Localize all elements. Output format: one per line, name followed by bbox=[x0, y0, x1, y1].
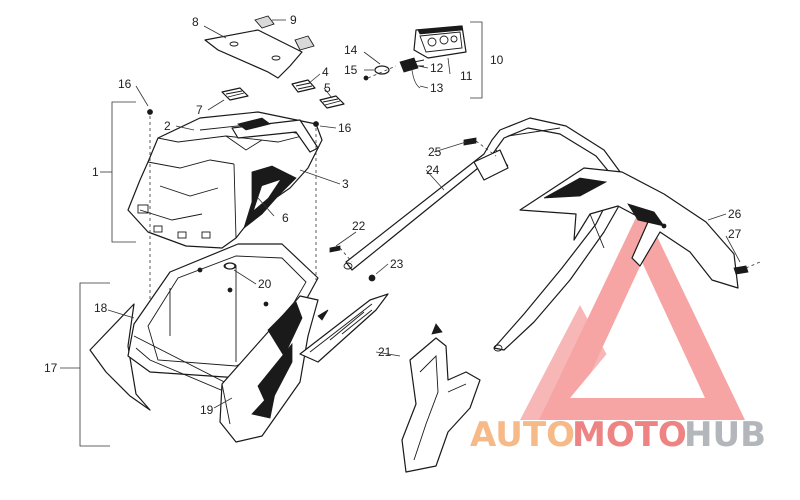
callout-11: 11 bbox=[460, 69, 473, 83]
watermark-part-hub: HUB bbox=[684, 415, 766, 455]
callout-13: 13 bbox=[430, 81, 444, 95]
part-24-grab-bar bbox=[343, 117, 627, 352]
part-2-tunnel-cover bbox=[127, 111, 323, 249]
callout-20: 20 bbox=[258, 277, 272, 291]
fastener-16a bbox=[147, 109, 153, 115]
fastener-23 bbox=[368, 274, 376, 282]
callout-26: 26 bbox=[728, 207, 742, 221]
callout-21: 21 bbox=[378, 345, 392, 359]
part-7-pad bbox=[221, 87, 249, 101]
assembly-line-25 bbox=[475, 140, 497, 157]
callout-5: 5 bbox=[324, 81, 331, 95]
callout-2: 2 bbox=[164, 119, 171, 133]
watermark-part-moto: MOTO bbox=[572, 415, 687, 455]
fastener-27 bbox=[733, 265, 749, 275]
part-11-tail-light bbox=[413, 25, 467, 59]
bracket-group-10 bbox=[470, 21, 483, 99]
callout-14: 14 bbox=[344, 43, 358, 57]
callout-16-right: 16 bbox=[338, 121, 352, 135]
callout-8: 8 bbox=[192, 15, 199, 29]
callout-23: 23 bbox=[390, 257, 404, 271]
callout-15: 15 bbox=[344, 63, 358, 77]
watermark-logo-mark bbox=[520, 205, 745, 420]
part-21-side-strip bbox=[299, 293, 389, 363]
part-4-pad bbox=[291, 79, 316, 93]
callout-4: 4 bbox=[322, 65, 329, 79]
part-14-fastener bbox=[363, 65, 397, 81]
part-8-plate bbox=[204, 29, 303, 79]
callout-27: 27 bbox=[728, 227, 742, 241]
callout-19: 19 bbox=[200, 403, 214, 417]
part-19-side-panel bbox=[219, 295, 329, 443]
callout-24: 24 bbox=[426, 163, 440, 177]
part-12-bulb-socket bbox=[399, 57, 425, 89]
assembly-line-27 bbox=[745, 261, 761, 269]
callout-25: 25 bbox=[428, 145, 442, 159]
leader-lines bbox=[60, 19, 741, 409]
callout-12: 12 bbox=[430, 61, 444, 75]
callout-3: 3 bbox=[342, 177, 349, 191]
part-5-pad bbox=[319, 95, 345, 109]
callout-16-left: 16 bbox=[118, 77, 132, 91]
fastener-16b bbox=[313, 121, 319, 127]
callout-18: 18 bbox=[94, 301, 108, 315]
part-9-clips bbox=[254, 15, 315, 51]
callout-7: 7 bbox=[196, 103, 203, 117]
callout-10: 10 bbox=[490, 53, 504, 67]
fastener-25 bbox=[463, 137, 477, 146]
part-mudflap bbox=[401, 323, 481, 473]
callout-9: 9 bbox=[290, 13, 297, 27]
callout-17: 17 bbox=[44, 361, 58, 375]
callout-6: 6 bbox=[282, 211, 289, 225]
callout-22: 22 bbox=[352, 219, 366, 233]
watermark-part-auto: AUTO bbox=[470, 415, 575, 455]
callout-1: 1 bbox=[92, 165, 99, 179]
fastener-22 bbox=[329, 245, 341, 253]
part-26-rear-fender bbox=[519, 167, 739, 289]
bracket-group-1 bbox=[111, 101, 136, 243]
part-18-rear-skirt bbox=[89, 303, 151, 411]
watermark-wordmark: AUTO MOTO HUB bbox=[470, 415, 766, 455]
bracket-group-17 bbox=[79, 282, 110, 447]
fastener-20 bbox=[224, 262, 236, 270]
